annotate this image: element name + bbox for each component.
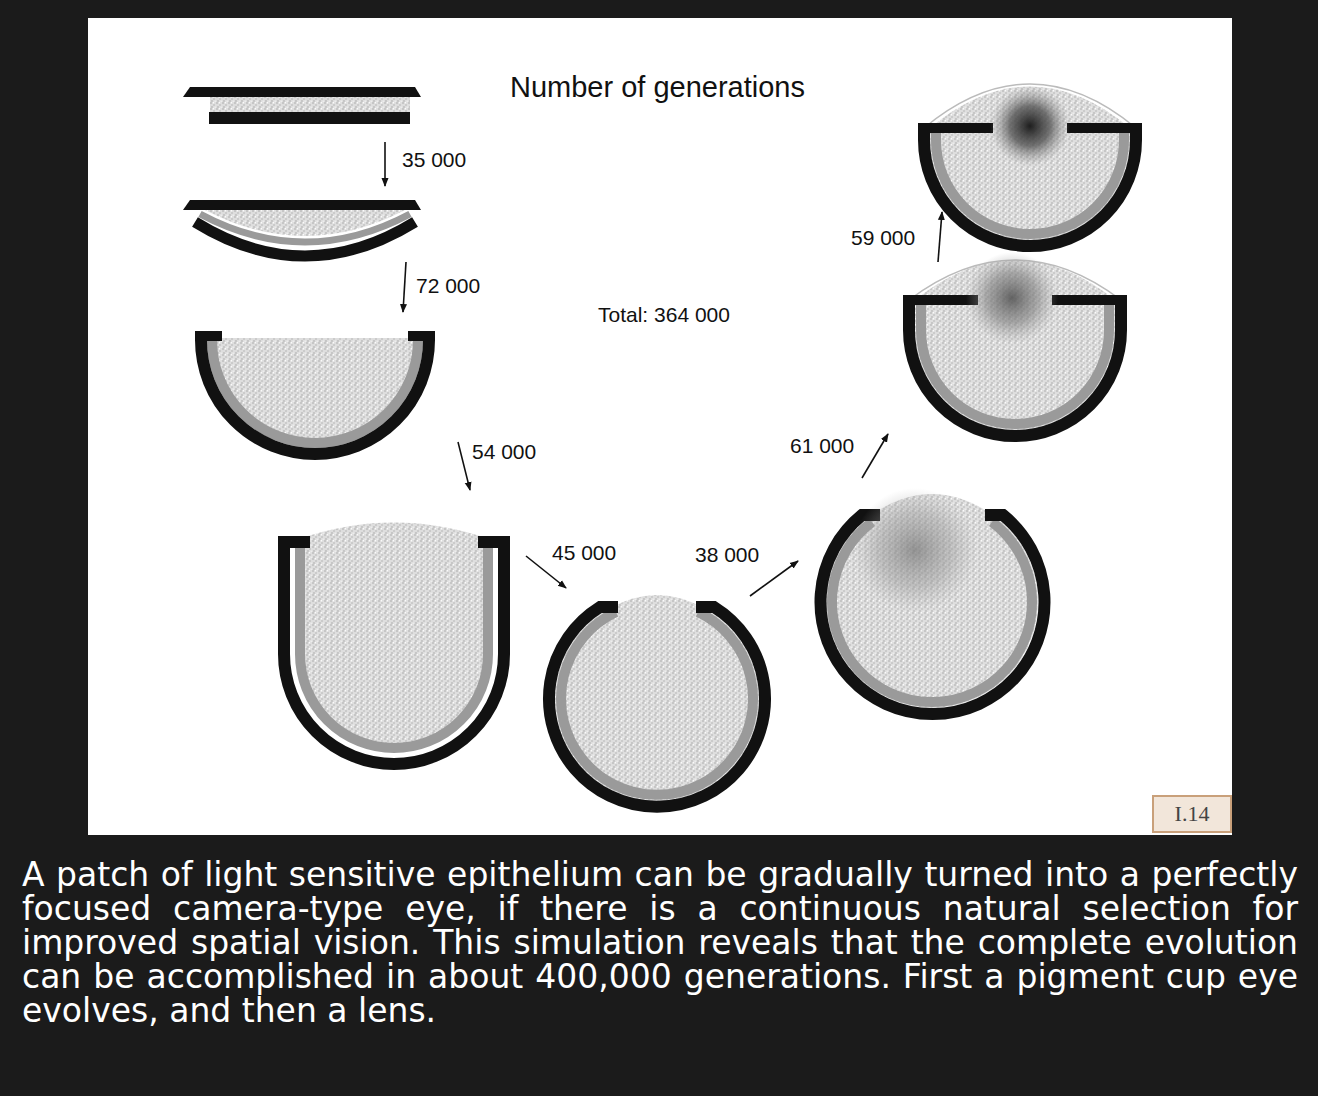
figure-number-box: I.14 (1152, 795, 1232, 833)
generation-count: 59 000 (851, 226, 915, 250)
generation-count: 45 000 (552, 541, 616, 565)
figure-heading: Number of generations (510, 70, 805, 104)
generation-count: 54 000 (472, 440, 536, 464)
figure-number: I.14 (1175, 801, 1210, 827)
generation-count: 72 000 (416, 274, 480, 298)
lens-iris-eye (903, 252, 1127, 436)
generation-count: 61 000 (790, 434, 854, 458)
deep-cup-eye (278, 523, 510, 765)
pigment-cup-eye (195, 331, 435, 454)
total-count: Total: 364 000 (598, 303, 730, 327)
figure-caption: A patch of light sensitive epithelium ca… (22, 858, 1298, 1028)
pinhole-eye (549, 595, 765, 807)
generation-count: 38 000 (695, 543, 759, 567)
early-lens-eye (821, 488, 1045, 714)
camera-type-eye (918, 84, 1142, 246)
flat-patch-eye (183, 87, 421, 124)
generation-count: 35 000 (402, 148, 466, 172)
shallow-cup-eye (183, 200, 421, 256)
stage-arrows (385, 142, 942, 596)
